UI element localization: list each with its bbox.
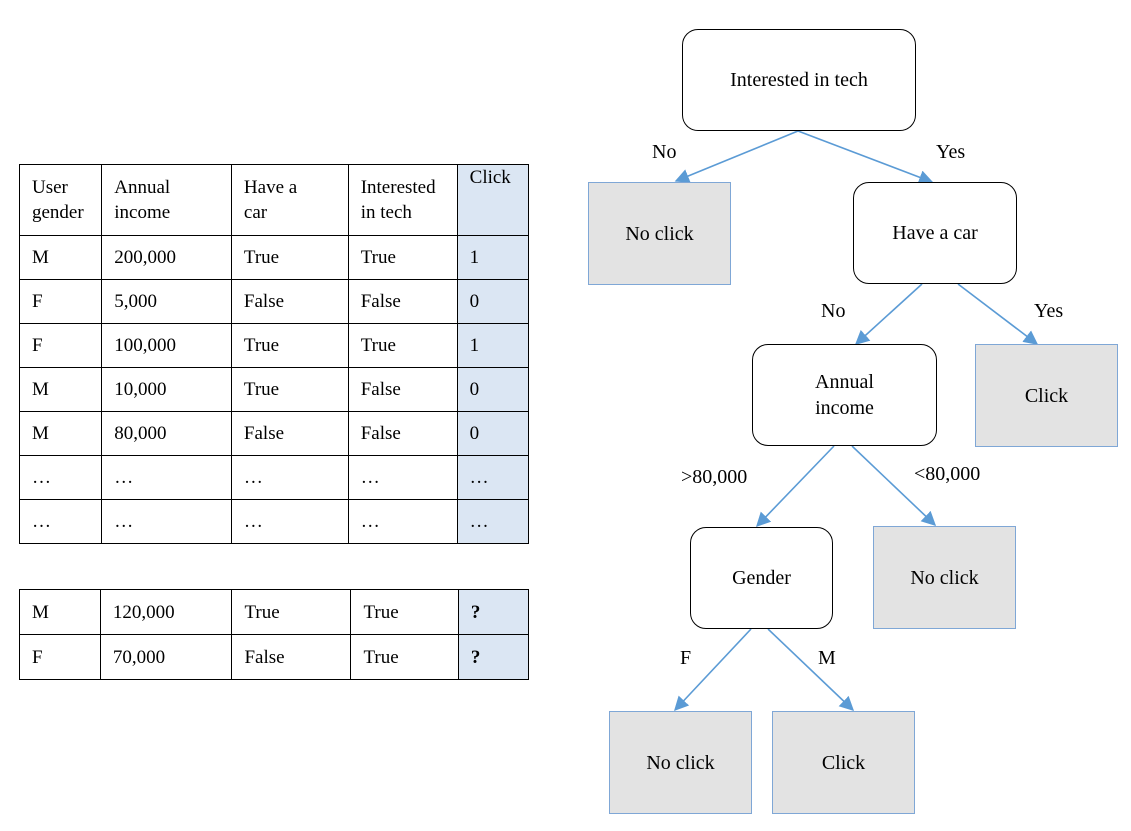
column-header: Annual income (101, 164, 232, 236)
table-cell: … (456, 499, 530, 544)
node-label: Gender (732, 567, 791, 589)
node-interested-in-tech: Interested in tech (682, 29, 916, 131)
table-cell: M (18, 235, 103, 280)
node-label: Annual income (815, 371, 874, 419)
prediction-cell: ? (457, 634, 530, 680)
table-cell: 0 (456, 411, 530, 456)
table-cell: 1 (456, 323, 530, 368)
edge-label-car-no: No (821, 300, 846, 322)
table-cell: 70,000 (99, 634, 233, 680)
table-cell: 200,000 (101, 235, 232, 280)
edge-label-root-no: No (652, 141, 677, 163)
leaf-no-click-1: No click (588, 182, 731, 285)
node-have-a-car: Have a car (853, 182, 1017, 284)
edge-label-gender-m: M (818, 647, 836, 669)
edge-label-gender-f: F (680, 647, 692, 669)
leaf-click-2: Click (772, 711, 915, 814)
table-cell: F (18, 323, 103, 368)
edge-income-gt (756, 445, 835, 528)
table-cell: 1 (456, 235, 530, 280)
header-text-line: Annual (114, 177, 171, 198)
table-cell: True (347, 235, 458, 280)
table-cell: … (101, 499, 232, 544)
node-label: No click (646, 751, 715, 774)
node-label: No click (910, 566, 979, 589)
header-text-line: in tech (360, 202, 412, 223)
table-cell: M (19, 589, 101, 635)
leaf-no-click-3: No click (609, 711, 752, 814)
table-cell: … (18, 499, 103, 544)
header-text-line: Click (469, 167, 511, 188)
header-text-line: income (114, 202, 171, 223)
table-cell: 0 (456, 367, 530, 412)
header-text-line: car (243, 202, 268, 223)
edge-car-yes (957, 283, 1039, 345)
table-row: …………… (18, 455, 530, 500)
header-text-line: Have a (243, 177, 298, 198)
edge-car-no (854, 283, 923, 345)
edge-label-income-gt: >80,000 (681, 466, 748, 488)
column-header: Click (456, 164, 530, 236)
table-cell: False (347, 367, 458, 412)
column-header: Interested in tech (347, 164, 458, 236)
table-row: …………… (18, 499, 530, 544)
header-text-line: Interested (360, 177, 436, 198)
column-header: User gender (18, 164, 103, 236)
table-header-row: User gender Annual income Have a car Intereste… (18, 164, 530, 236)
edge-gender-f (674, 628, 752, 712)
header-text-line: gender (32, 202, 84, 223)
edge-income-lt (851, 445, 937, 526)
column-header: Have a car (230, 164, 349, 236)
edge-root-no (674, 130, 799, 183)
table-cell: False (347, 411, 458, 456)
table-cell: True (230, 235, 349, 280)
node-gender: Gender (690, 527, 833, 629)
table-cell: … (18, 455, 103, 500)
table-cell: True (350, 589, 459, 635)
table-cell: 100,000 (101, 323, 232, 368)
header-text-line: User (32, 177, 68, 198)
prediction-cell: ? (457, 589, 530, 635)
table-cell: False (231, 634, 352, 680)
table-cell: … (456, 455, 530, 500)
node-annual-income: Annual income (752, 344, 937, 446)
table-cell: … (230, 499, 349, 544)
table-cell: True (231, 589, 352, 635)
training-table: User gender Annual income Have a car Intereste… (18, 164, 530, 544)
edge-label-car-yes: Yes (1034, 300, 1064, 322)
table-cell: True (350, 634, 459, 680)
node-label: Have a car (892, 222, 978, 244)
edge-label-root-yes: Yes (936, 141, 966, 163)
table-cell: … (230, 455, 349, 500)
edge-root-yes (797, 130, 934, 185)
table-cell: 80,000 (101, 411, 232, 456)
table-cell: 0 (456, 279, 530, 324)
table-cell: True (230, 323, 349, 368)
node-label: Click (1024, 384, 1069, 407)
edge-gender-m (767, 628, 855, 711)
table-cell: True (230, 367, 349, 412)
node-label: No click (625, 222, 694, 245)
table-cell: 120,000 (99, 589, 233, 635)
edge-label-income-lt: <80,000 (914, 463, 981, 485)
table-cell: F (19, 634, 101, 680)
table-cell: False (230, 411, 349, 456)
node-label: Click (821, 751, 866, 774)
node-label: Interested in tech (730, 69, 868, 91)
leaf-click-1: Click (975, 344, 1118, 447)
leaf-no-click-2: No click (873, 526, 1016, 629)
